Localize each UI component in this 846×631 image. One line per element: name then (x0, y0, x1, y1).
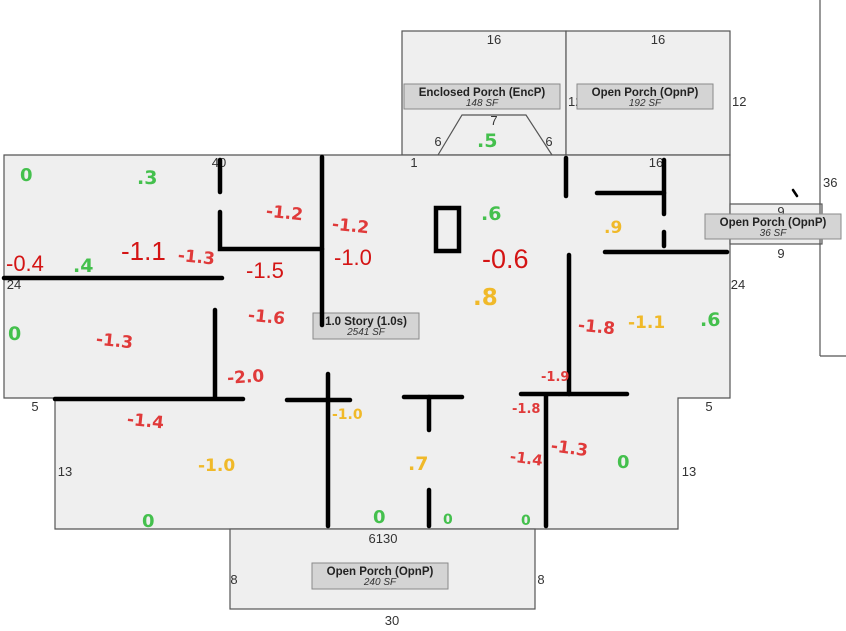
reading-yellow-1: .9 (604, 218, 622, 238)
typed-readings: -0.4 -1.1 -1.5 -1.0 -0.6 (6, 236, 529, 283)
reading-yellow-4: -1.0 (332, 407, 363, 423)
dim-13-left: 13 (58, 464, 72, 479)
handwritten-green-readings: 0 .3 .4 0 .5 .6 .6 0 0 0 0 0 (8, 130, 720, 532)
dim-6130: 6130 (369, 531, 398, 546)
reading-red-8: -1.8 (577, 316, 616, 340)
open-porch-top-label: Open Porch (OpnP) 192 SF (576, 83, 714, 110)
reading-red-7: -1.4 (126, 410, 165, 434)
main-room-title: 1.0 Story (1.0s) (325, 316, 407, 328)
reading-green-12: 0 (521, 513, 531, 529)
reading-typed-4: -1.0 (334, 245, 372, 270)
hand-drawn-walls (1, 154, 799, 529)
column-box-markup (433, 205, 462, 254)
dim-6-left: 6 (434, 134, 441, 149)
main-room-label: 1.0 Story (1.0s) 2541 SF (312, 312, 420, 340)
main-room-area: 2541 SF (346, 327, 386, 338)
open-porch-top-title: Open Porch (OpnP) (592, 87, 699, 99)
dim-13-right: 13 (682, 464, 696, 479)
enclosed-porch-title: Enclosed Porch (EncP) (419, 87, 546, 99)
bay-window-outline (437, 114, 553, 156)
dim-24-left: 24 (7, 277, 21, 292)
dim-12-right: 12 (732, 94, 746, 109)
reading-green-4: 0 (8, 323, 21, 345)
open-porch-bottom-title: Open Porch (OpnP) (327, 566, 434, 578)
reading-green-1: 0 (20, 165, 33, 186)
dim-16-right: 16 (651, 32, 665, 47)
enclosed-porch-label: Enclosed Porch (EncP) 148 SF (403, 83, 561, 110)
dim-7: 7 (490, 113, 497, 128)
room-outlines (3, 0, 846, 610)
dim-5-right: 5 (705, 399, 712, 414)
reading-green-8: 0 (617, 452, 630, 473)
reading-green-9: 0 (142, 511, 155, 532)
open-porch-top-area: 192 SF (629, 98, 662, 109)
reading-typed-5: -0.6 (482, 244, 529, 274)
reading-yellow-3: -1.1 (628, 313, 665, 333)
reading-red-5: -1.6 (247, 306, 286, 330)
dim-9-bottom: 9 (777, 246, 784, 261)
handwritten-yellow-readings: .9 .8 -1.1 -1.0 -1.0 .7 (198, 218, 665, 476)
dim-16-left: 16 (487, 32, 501, 47)
dim-8-right: 8 (537, 572, 544, 587)
reading-red-6: -2.0 (226, 366, 265, 389)
reading-green-2: .3 (137, 167, 157, 189)
reading-red-1: -1.3 (177, 246, 216, 270)
room-labels: Enclosed Porch (EncP) 148 SF Open Porch … (311, 83, 842, 590)
dim-24-right: 24 (731, 277, 745, 292)
dim-9-top: 9 (777, 204, 784, 219)
reading-red-4: -1.3 (95, 330, 134, 354)
dim-5-left: 5 (31, 399, 38, 414)
reading-typed-1: -0.4 (6, 251, 44, 276)
reading-green-6: .6 (481, 203, 501, 225)
reading-yellow-5: -1.0 (198, 456, 235, 476)
dim-30: 30 (385, 613, 399, 628)
reading-red-3: -1.2 (331, 215, 370, 239)
reading-yellow-2: .8 (473, 285, 498, 311)
reading-red-10: -1.8 (512, 402, 540, 417)
enclosed-porch-area: 148 SF (466, 98, 499, 109)
reading-red-9: -1.9 (541, 370, 569, 385)
open-porch-bottom-label: Open Porch (OpnP) 240 SF (311, 562, 449, 590)
dim-6-right: 6 (545, 134, 552, 149)
reading-typed-2: -1.1 (121, 236, 166, 266)
reading-green-5: .5 (477, 130, 497, 152)
open-porch-right-title: Open Porch (OpnP) (720, 217, 827, 229)
reading-yellow-6: .7 (408, 453, 428, 475)
reading-green-10: 0 (373, 507, 386, 528)
handwritten-red-readings: -1.3 -1.2 -1.2 -1.3 -1.6 -2.0 -1.4 -1.8 … (95, 202, 616, 470)
dim-36: 36 (823, 175, 837, 190)
dim-8-left: 8 (230, 572, 237, 587)
open-porch-right-area: 36 SF (760, 228, 788, 239)
reading-green-11: 0 (443, 512, 453, 528)
reading-red-11: -1.4 (509, 447, 544, 469)
dim-1: 1 (410, 155, 417, 170)
reading-green-3: .4 (73, 255, 93, 277)
open-porch-bottom-area: 240 SF (363, 577, 397, 588)
dim-16-mid: 16 (649, 155, 663, 170)
reading-red-2: -1.2 (265, 202, 304, 226)
open-porch-right-label: Open Porch (OpnP) 36 SF (704, 213, 842, 240)
reading-green-7: .6 (700, 309, 720, 331)
reading-typed-3: -1.5 (246, 258, 284, 283)
